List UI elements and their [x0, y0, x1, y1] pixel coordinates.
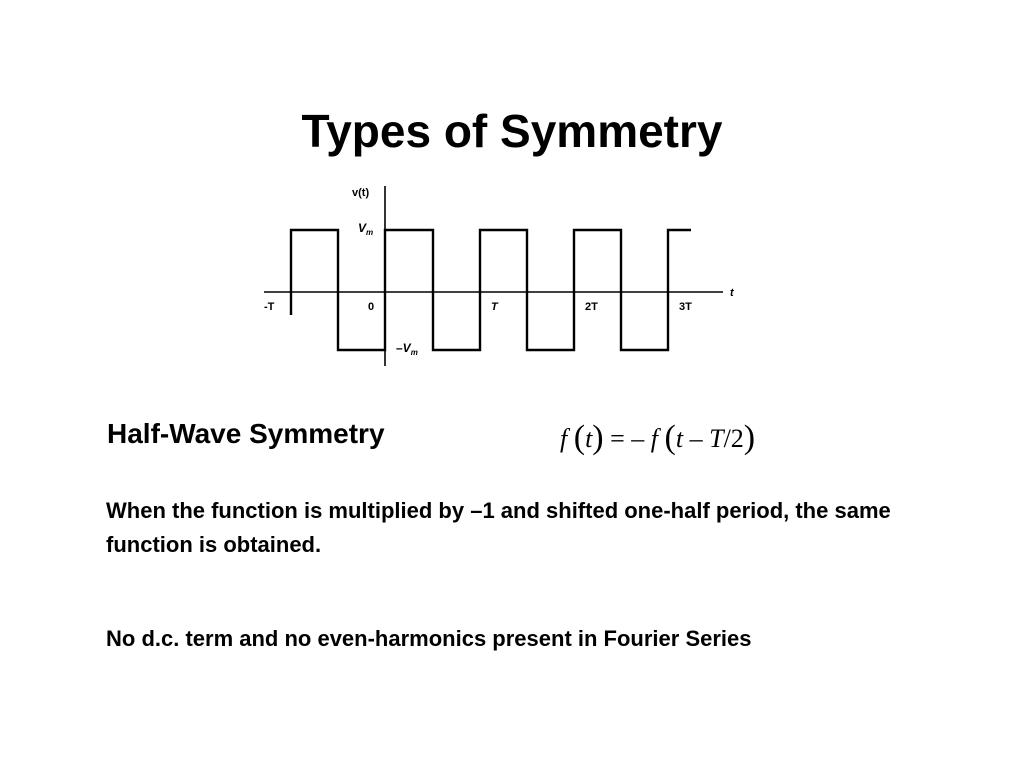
x-axis-label: t [730, 287, 735, 299]
square-wave-diagram: v(t) t Vm –Vm -T 0 T 2T 3T [264, 186, 735, 366]
tick-label-neg-t: -T [264, 301, 275, 313]
y-axis-label: v(t) [352, 187, 369, 199]
vm-label: Vm [358, 221, 373, 237]
tick-label-0: 0 [368, 301, 374, 313]
tick-label-3t: 3T [679, 301, 692, 313]
slide-title: Types of Symmetry [301, 105, 723, 157]
half-wave-formula: f (t) = – f (t – T/2) [560, 419, 755, 456]
description-paragraph: When the function is multiplied by –1 an… [106, 498, 891, 557]
formula-text: f (t) = – f (t – T/2) [560, 419, 755, 456]
neg-vm-label: –Vm [396, 341, 418, 357]
tick-label-t: T [491, 301, 499, 313]
section-subtitle: Half-Wave Symmetry [107, 418, 385, 449]
square-wave-trace [289, 228, 691, 352]
fourier-note-paragraph: No d.c. term and no even-harmonics prese… [106, 626, 752, 651]
tick-label-2t: 2T [585, 301, 598, 313]
